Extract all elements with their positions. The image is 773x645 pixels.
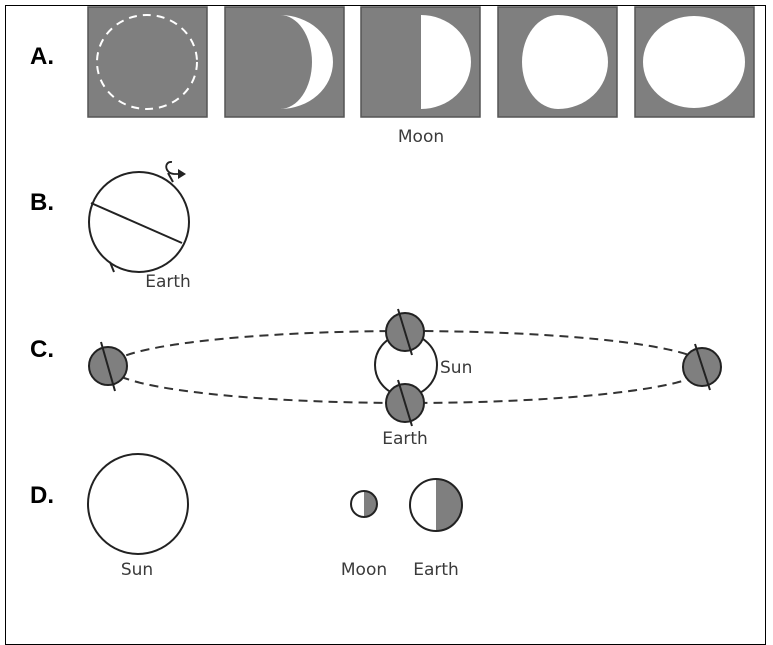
earth-orbit-bottom bbox=[385, 379, 425, 427]
earth-d bbox=[409, 478, 463, 532]
row-d-label: D. bbox=[30, 482, 54, 509]
space-diagram: A. Moon B. Earth C. Sun bbox=[30, 6, 755, 580]
earth-orbit-top bbox=[385, 308, 425, 356]
earth-orbit-right bbox=[682, 343, 722, 391]
moon-phase-full bbox=[634, 6, 755, 118]
sun-caption-d: Sun bbox=[121, 560, 153, 580]
row-b-label: B. bbox=[30, 189, 54, 216]
moon-phase-first-quarter bbox=[360, 6, 481, 118]
earth-orbit-left bbox=[88, 341, 128, 392]
moon-phase-crescent bbox=[224, 6, 345, 118]
rotation-arrow-icon bbox=[165, 161, 186, 179]
moon-caption-d: Moon bbox=[341, 560, 387, 580]
moon-d bbox=[350, 490, 378, 518]
earth-caption-b: Earth bbox=[145, 272, 191, 292]
moon-phase-new bbox=[87, 6, 208, 118]
earth-caption-d: Earth bbox=[413, 560, 459, 580]
earth-caption-c: Earth bbox=[382, 429, 428, 449]
earth-tilted-rotating bbox=[88, 161, 190, 273]
row-c-label: C. bbox=[30, 336, 54, 363]
moon-phase-gibbous bbox=[497, 6, 618, 118]
sun-d bbox=[87, 453, 189, 555]
sun-caption-c: Sun bbox=[440, 358, 472, 378]
moon-caption-a: Moon bbox=[398, 127, 444, 147]
row-a-label: A. bbox=[30, 43, 54, 70]
